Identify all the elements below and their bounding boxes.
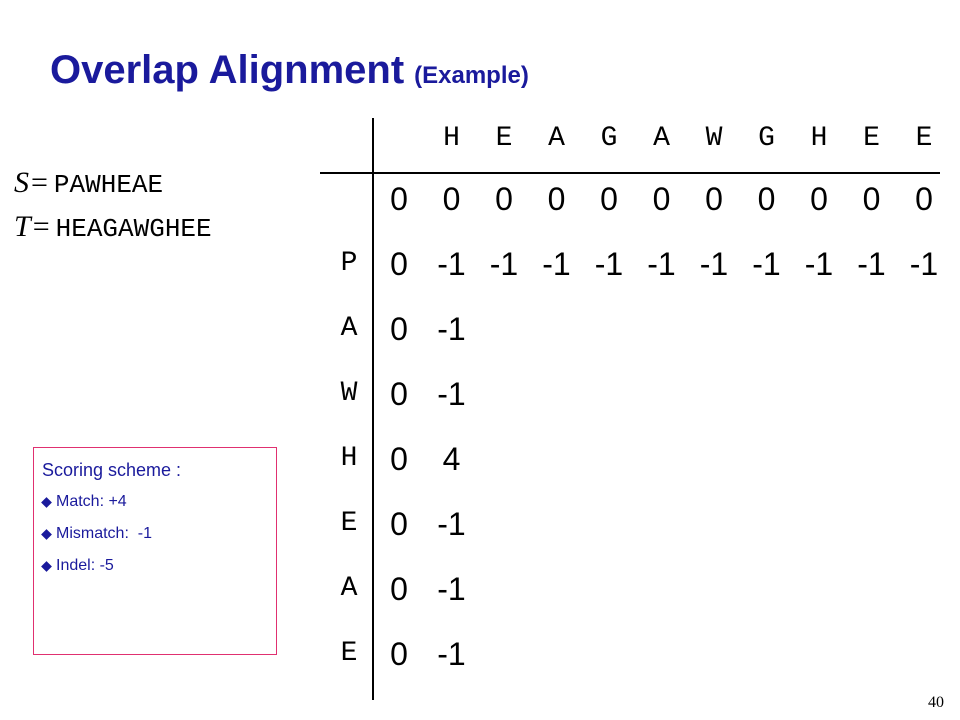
row-header: E [340,638,358,669]
scoring-scheme-box: Scoring scheme : Match: +4 Mismatch: -1 … [33,447,277,655]
matrix-cell: -1 [437,506,466,542]
title-sub: (Example) [414,62,529,89]
matrix-cell: -1 [437,571,466,607]
matrix-cell: 0 [862,181,881,217]
column-header: G [758,123,775,154]
matrix-cell: 0 [495,181,513,217]
sequence-s-value: PAWHEAE [53,170,164,200]
diamond-bullet-icon [41,528,52,540]
matrix-cell: -1 [699,246,729,282]
sequence-s-eq: = [31,166,48,199]
matrix-cell: 0 [390,636,408,672]
column-header: E [915,123,933,154]
matrix-vertical-divider [372,118,374,700]
column-header: A [653,123,670,154]
matrix-cell: -1 [909,246,939,282]
matrix-cell: 0 [390,441,408,477]
scoring-item-label: Indel: -5 [56,557,114,574]
row-header: W [340,378,358,409]
sequence-t-definition: T=HEAGAWGHEE [14,210,212,244]
matrix-cell: -1 [437,246,466,282]
row-header: P [340,248,358,279]
matrix-cell: -1 [647,246,676,282]
column-header: H [443,123,460,154]
column-header: E [495,123,513,154]
matrix-cell: 0 [390,311,408,347]
matrix-cell: -1 [437,636,466,672]
sequence-t-eq: = [32,210,50,243]
matrix-cell: 0 [442,181,461,217]
matrix-cell: 0 [390,181,408,217]
title-main: Overlap Alignment [50,48,405,92]
matrix-cell: 0 [810,181,828,217]
matrix-cell: 0 [390,376,408,412]
matrix-cell: 0 [705,181,723,217]
matrix-cell: 0 [390,571,408,607]
matrix-cell: -1 [542,246,571,282]
slide-title: Overlap Alignment (Example) [50,50,529,90]
matrix-cell: -1 [857,246,886,282]
row-header: E [340,508,358,539]
column-header: G [600,123,618,154]
matrix-cell: -1 [437,376,466,412]
sequence-s-var: S [14,166,29,199]
matrix-cell: -1 [752,246,781,282]
matrix-cell: 0 [757,181,776,217]
diamond-bullet-icon [41,496,52,508]
scoring-item-indel: Indel: -5 [41,557,276,575]
sequence-t-value: HEAGAWGHEE [55,214,212,244]
row-header: H [340,443,358,474]
matrix-cell: 0 [652,181,671,217]
matrix-cell: -1 [489,246,519,282]
column-header: H [810,123,828,154]
matrix-cell: 0 [600,181,618,217]
row-header: A [340,313,358,344]
diamond-bullet-icon [41,560,52,572]
matrix-cell: -1 [804,246,834,282]
column-header: E [863,123,880,154]
scoring-item-label: Mismatch: -1 [56,525,153,542]
column-header: A [548,123,565,154]
matrix-cell: 0 [547,181,566,217]
matrix-horizontal-divider [320,172,940,174]
scoring-item-match: Match: +4 [41,493,276,511]
matrix-cell: -1 [437,311,466,347]
matrix-cell: 4 [442,441,461,477]
matrix-cell: 0 [915,181,933,217]
column-header: W [705,123,723,154]
scoring-scheme-title: Scoring scheme : [42,460,182,480]
sequence-t-var: T [14,210,31,243]
matrix-cell: 0 [390,506,408,542]
matrix-cell: 0 [390,246,408,282]
sequence-s-definition: S=PAWHEAE [14,166,164,200]
scoring-item-mismatch: Mismatch: -1 [41,525,276,543]
row-header: A [340,573,358,604]
matrix-cell: -1 [594,246,624,282]
page-number: 40 [928,694,944,711]
scoring-item-label: Match: +4 [56,493,127,510]
